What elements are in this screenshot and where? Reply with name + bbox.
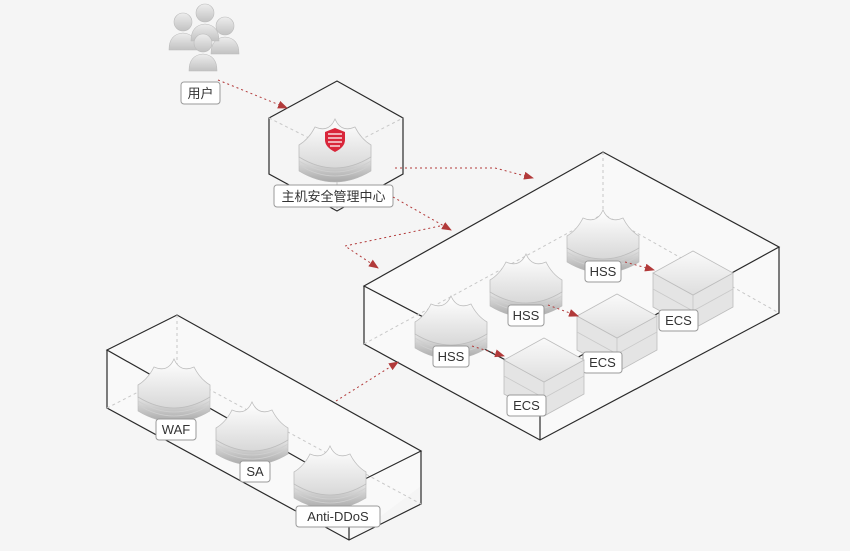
- ecs-label-2: ECS: [589, 355, 616, 370]
- flow-center-to-cloud-b: [392, 196, 452, 231]
- hss-label-2: HSS: [513, 308, 540, 323]
- hss-center-label-box: [273, 184, 394, 208]
- ecs-node-2: ECS: [576, 293, 658, 374]
- waf-node: WAF: [137, 358, 211, 441]
- anti-ddos-label: Anti-DDoS: [307, 509, 369, 524]
- sa-node: SA: [215, 401, 289, 483]
- flow-edge-to-cloud: [335, 361, 399, 402]
- edge-security-box: WAF SA Anti-DDoS: [105, 314, 423, 541]
- hss-center-label: 主机安全管理中心: [281, 189, 385, 205]
- user-label-box: [180, 81, 221, 105]
- hss-node-2: HSS: [489, 253, 563, 327]
- flow-hss-to-ecs-3: [471, 345, 505, 358]
- flow-user-to-center: [217, 79, 288, 109]
- hss-node-3: HSS: [414, 295, 488, 368]
- cloud-region-box: HSS HSS HSS ECS ECS ECS: [362, 151, 781, 441]
- hss-center-node: 主机安全管理中心: [268, 80, 404, 212]
- shield-accent-icon: [325, 128, 345, 152]
- users-group: 用户: [168, 3, 240, 105]
- waf-label: WAF: [162, 422, 190, 437]
- ecs-node-3: ECS: [503, 337, 585, 417]
- sa-label: SA: [246, 464, 264, 479]
- ecs-label-1: ECS: [665, 313, 692, 328]
- flow-hss-to-ecs-1: [624, 261, 655, 272]
- hss-label-1: HSS: [590, 264, 617, 279]
- hss-node-1: HSS: [566, 209, 640, 283]
- ecs-label-3: ECS: [513, 398, 540, 413]
- ecs-node-1: ECS: [652, 250, 734, 332]
- hss-label-3: HSS: [438, 349, 465, 364]
- anti-ddos-node: Anti-DDoS: [293, 445, 381, 528]
- flow-hss-to-ecs-2: [547, 304, 579, 317]
- flow-center-to-cloud-a: [395, 167, 534, 180]
- user-label: 用户: [187, 86, 213, 102]
- users-group-icon: [168, 3, 240, 72]
